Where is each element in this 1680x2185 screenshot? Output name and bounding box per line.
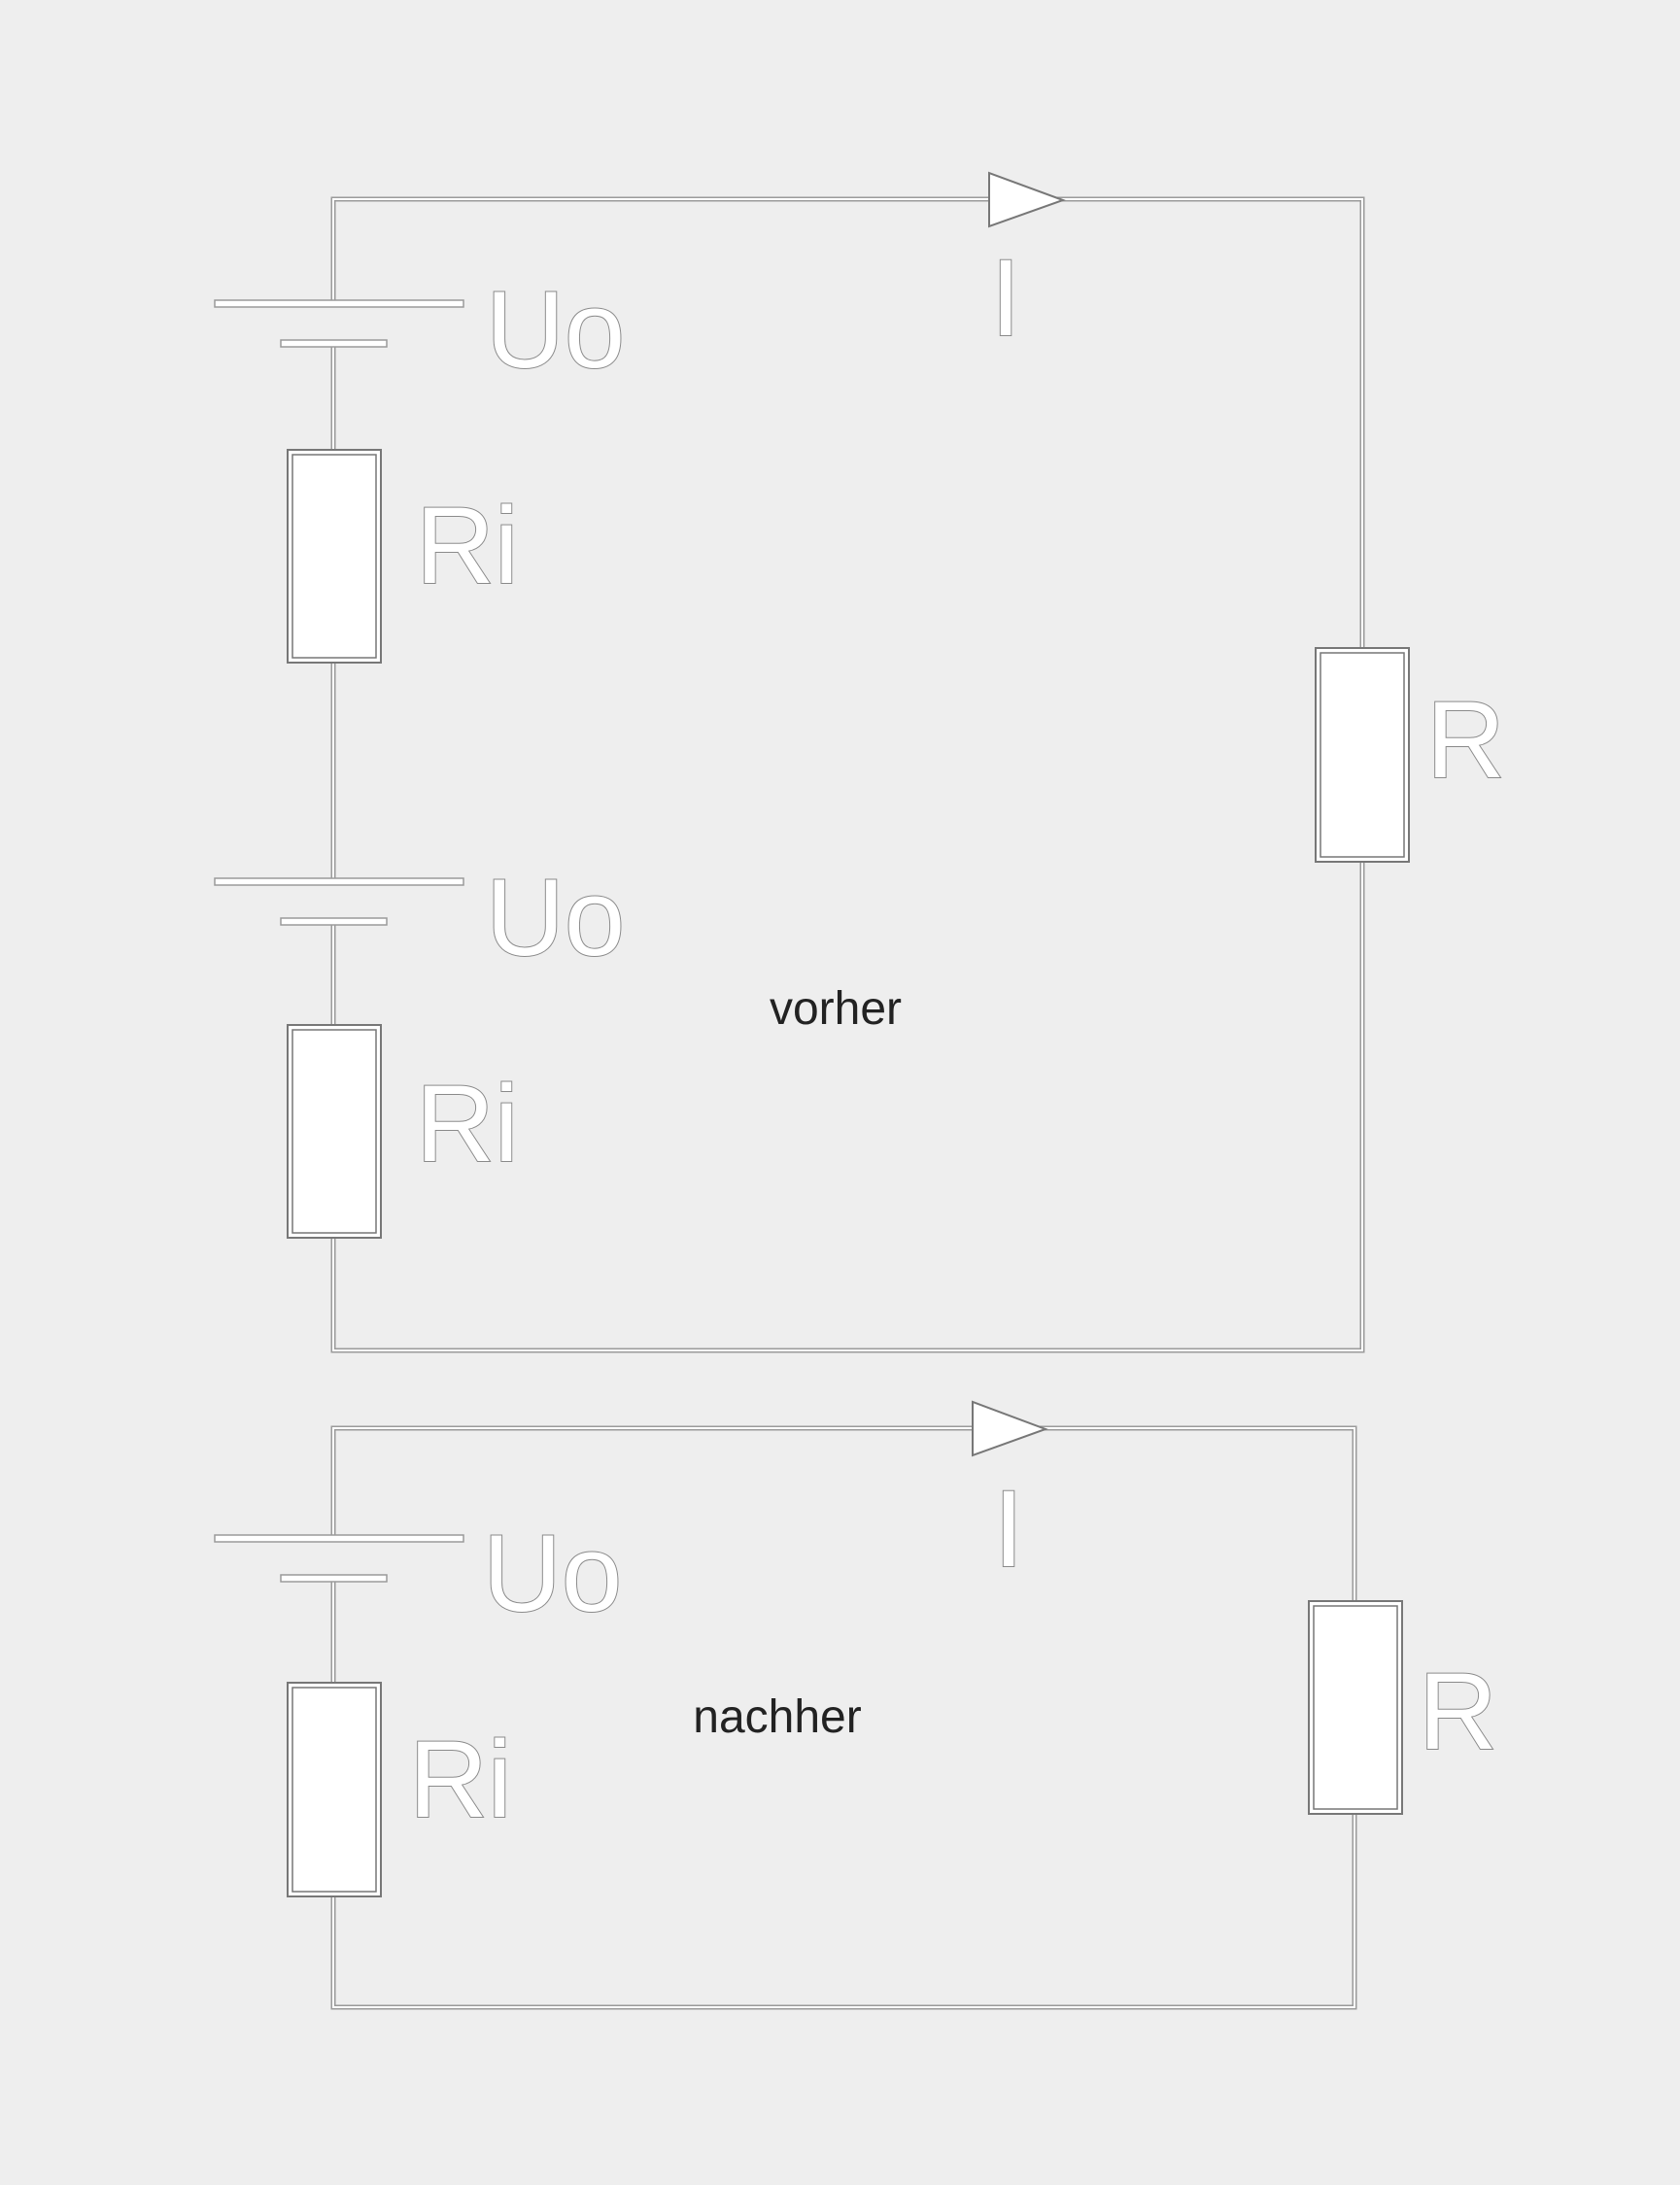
ri-label-after: Ri [409, 1719, 512, 1840]
resistor-ri-1-before [287, 449, 382, 664]
resistor-ri-after [287, 1682, 382, 1897]
source-label-1-before: Uo [486, 269, 625, 391]
battery-plate-long [214, 877, 464, 886]
current-arrow-before [988, 171, 1066, 228]
wire-loop-after [330, 1425, 1357, 2010]
ri-label-1-before: Ri [416, 485, 519, 606]
resistor-r-after [1308, 1600, 1403, 1815]
resistor-r-before [1315, 647, 1410, 863]
circuit-before: I Uo Ri Uo Ri R vorher [214, 171, 1506, 1353]
source-label-2-before: Uo [486, 857, 625, 978]
r-label-after: R [1419, 1651, 1497, 1772]
battery-plate-long [214, 1534, 464, 1543]
wire-loop-before [330, 196, 1365, 1353]
circuit-after: I Uo Ri R nachher [214, 1400, 1498, 2010]
source-label-after: Uo [483, 1513, 622, 1634]
current-label-after: I [993, 1468, 1023, 1589]
battery-1-before [214, 299, 464, 348]
caption-after: nachher [693, 1691, 861, 1743]
r-label-before: R [1426, 679, 1505, 801]
current-label-before: I [990, 237, 1020, 358]
caption-before: vorher [770, 983, 902, 1035]
battery-plate-short [280, 339, 388, 348]
battery-plate-short [280, 1574, 388, 1583]
battery-2-before [214, 877, 464, 926]
battery-plate-short [280, 917, 388, 926]
ri-label-2-before: Ri [416, 1063, 519, 1184]
battery-plate-long [214, 299, 464, 308]
battery-after [214, 1534, 464, 1583]
current-arrow-after [972, 1400, 1048, 1457]
resistor-ri-2-before [287, 1024, 382, 1239]
